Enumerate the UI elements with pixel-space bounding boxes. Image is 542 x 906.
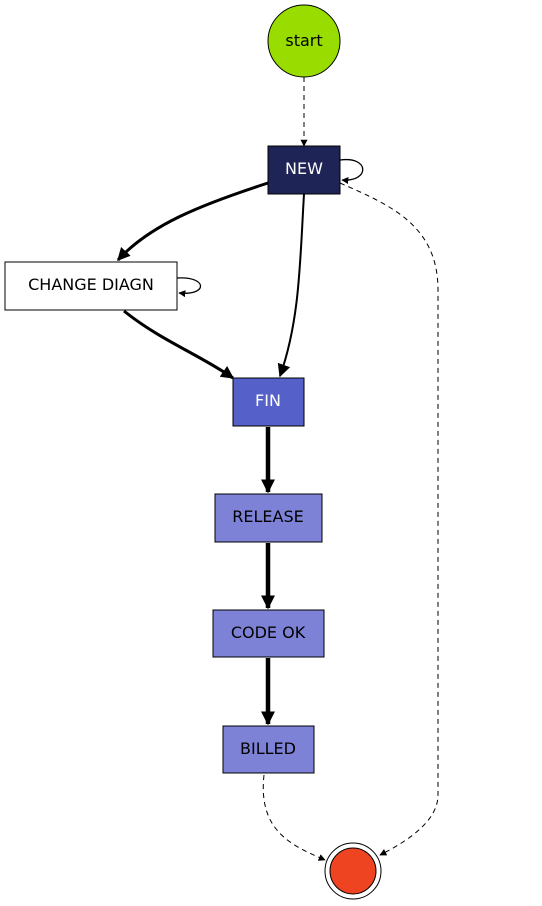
change-diagn-box	[4, 261, 178, 311]
new-box	[267, 145, 341, 195]
code-ok-box	[212, 609, 325, 658]
start-circle	[267, 4, 341, 78]
node-start[interactable]: start	[267, 4, 341, 78]
fin-box	[232, 377, 305, 427]
billed-box	[222, 725, 315, 774]
node-release[interactable]: RELEASE	[214, 493, 323, 543]
release-label: RELEASE	[232, 507, 303, 526]
edge-change-diagn-self-loop	[176, 277, 201, 298]
edge-new-to-fin	[277, 193, 305, 378]
billed-label: BILLED	[240, 739, 296, 758]
node-fin[interactable]: FIN	[232, 377, 305, 427]
start-label: start	[285, 31, 322, 50]
end-inner-circle	[329, 847, 377, 895]
release-box	[214, 493, 323, 543]
node-change-diagn[interactable]: CHANGE DIAGN	[4, 261, 178, 311]
change-diagn-label: CHANGE DIAGN	[28, 275, 154, 294]
node-code-ok[interactable]: CODE OK	[212, 609, 325, 658]
edge-change-diagn-to-fin	[123, 309, 235, 380]
fin-label: FIN	[255, 391, 281, 410]
code-ok-label: CODE OK	[231, 623, 306, 642]
edge-new-self-loop	[339, 158, 364, 184]
edge-new-to-end	[339, 182, 439, 856]
node-end[interactable]	[324, 842, 382, 900]
edge-new-to-change-diagn	[116, 181, 269, 262]
node-new[interactable]: NEW	[267, 145, 341, 195]
node-billed[interactable]: BILLED	[222, 725, 315, 774]
new-label: NEW	[285, 159, 323, 178]
edge-billed-to-end	[262, 774, 326, 861]
